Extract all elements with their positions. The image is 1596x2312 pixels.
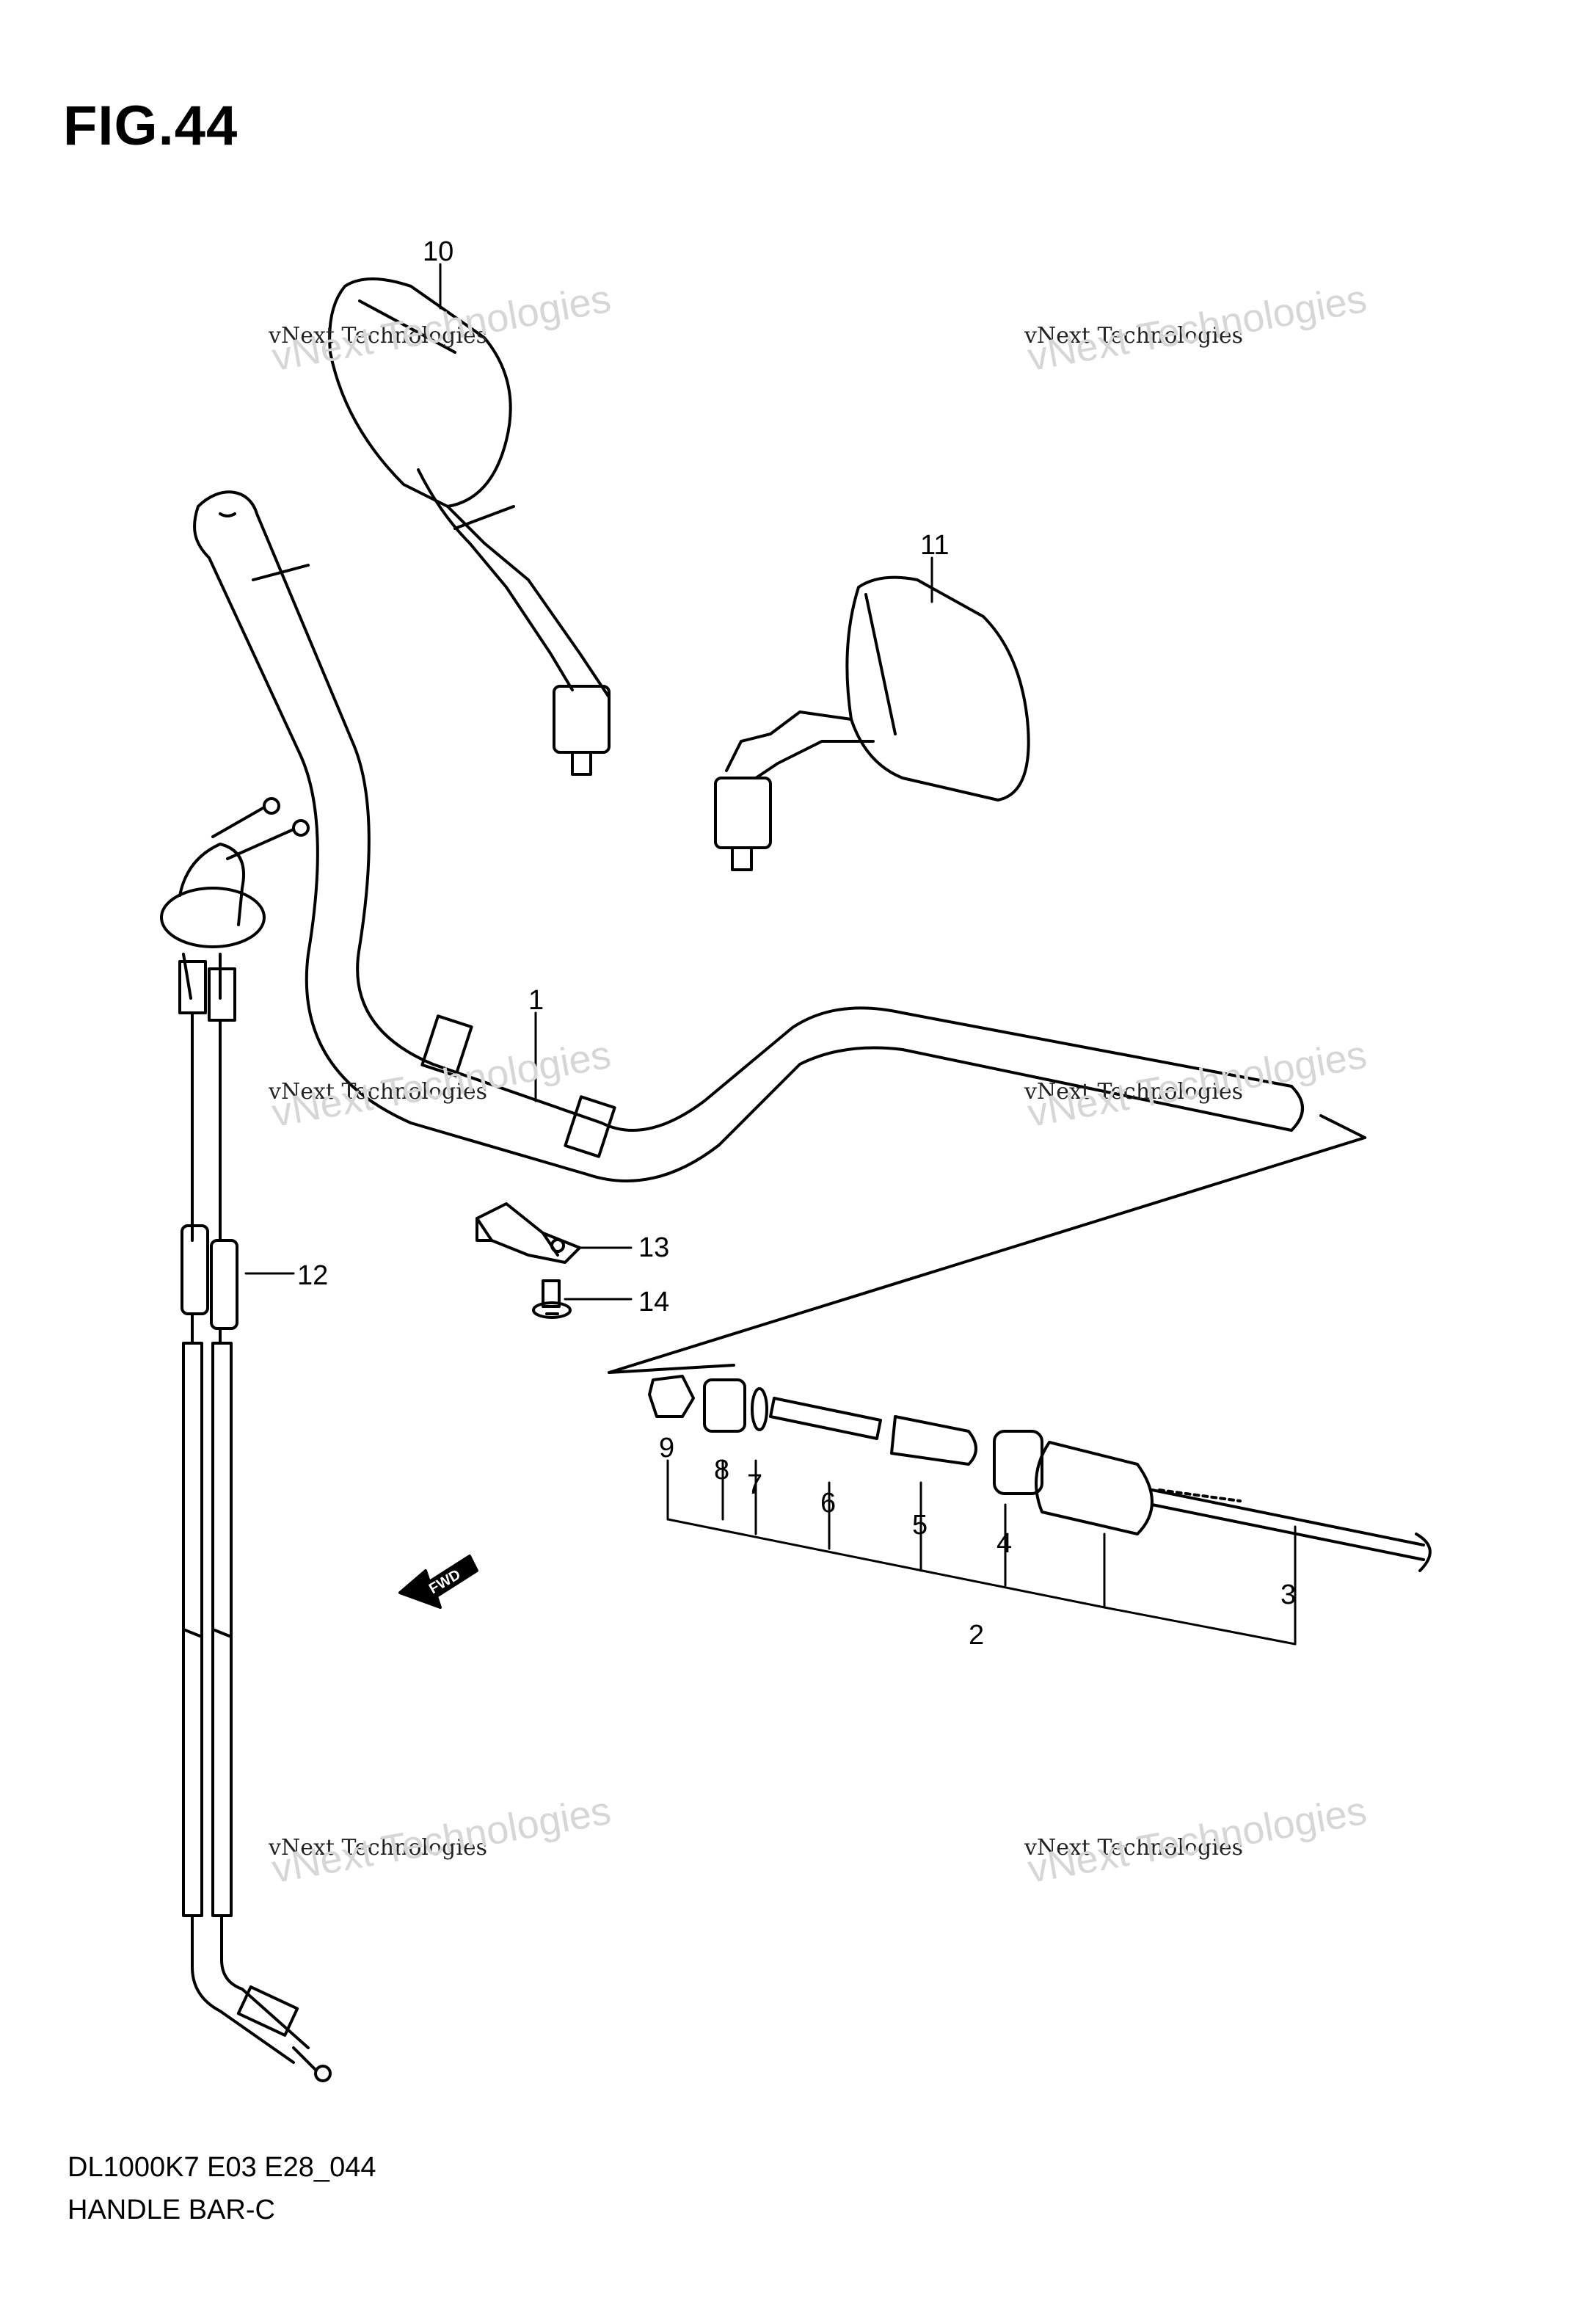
callout-2: 2 (969, 1620, 984, 1651)
mirror-left (328, 277, 611, 776)
figure-title: FIG.44 (63, 95, 238, 157)
callout-11: 11 (920, 530, 949, 561)
callout-3: 3 (1280, 1579, 1296, 1610)
clamp (475, 1202, 581, 1264)
mirror-right (714, 575, 1030, 871)
model-code: DL1000K7 E03 E28_044 (68, 2152, 376, 2183)
callout-7: 7 (747, 1469, 762, 1500)
forward-arrow (398, 1555, 478, 1609)
callout-8: 8 (714, 1455, 729, 1486)
screw (532, 1279, 572, 1319)
callout-6: 6 (820, 1488, 836, 1519)
callout-4: 4 (996, 1528, 1012, 1559)
leader-lines (244, 263, 1297, 1646)
callout-5: 5 (912, 1510, 928, 1541)
callout-1: 1 (528, 985, 544, 1016)
callout-14: 14 (638, 1287, 669, 1317)
throttle-cable (160, 797, 332, 2082)
callout-10: 10 (423, 236, 453, 267)
handlebar (193, 490, 1304, 1182)
callout-13: 13 (638, 1232, 669, 1263)
bar-end-assembly (608, 1114, 1432, 1572)
callout-12: 12 (297, 1260, 328, 1291)
figure-name: HANDLE BAR-C (68, 2195, 275, 2225)
callout-9: 9 (659, 1433, 674, 1464)
